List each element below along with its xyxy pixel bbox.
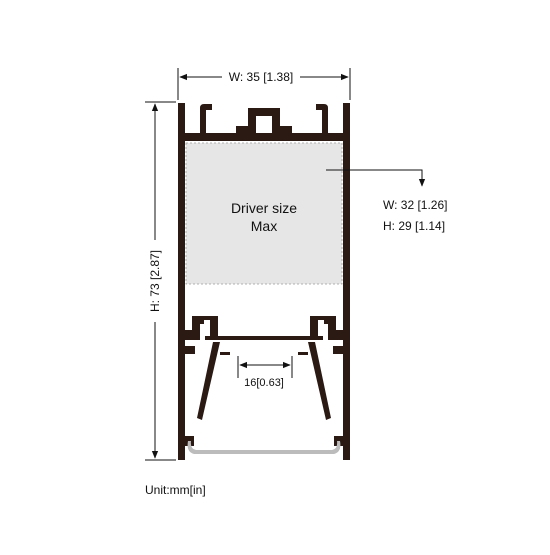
profile-top-hook-left [200,104,212,133]
profile-clip-left-slot [204,320,210,330]
driver-size-width: W: 32 [1.26] [383,198,447,212]
driver-size-height: H: 29 [1.14] [383,219,445,233]
width-dimension: W: 35 [1.38] [177,68,351,100]
profile-diffuser [187,441,341,454]
unit-label: Unit:mm[in] [145,483,206,497]
profile-top-rail [185,133,343,141]
profile-left-wall [178,103,185,460]
profile-top-lip-right [280,126,292,133]
profile-top-lip-left [236,126,248,133]
profile-top-channel [248,108,280,133]
profile-leg-left [197,342,220,420]
inner-width-label: 16[0.63] [244,377,284,389]
driver-label-line2: Max [251,218,277,234]
height-label: H: 73 [2.87] [148,250,162,312]
profile-cross-bar [205,336,323,340]
profile-top-hook-right [316,104,328,133]
driver-label-line1: Driver size [231,200,297,216]
profile-leg-right [308,342,331,420]
aluminium-profile [178,103,350,460]
profile-leg-tab-right [298,352,308,355]
profile-clip-right-slot [318,320,324,330]
width-label: W: 35 [1.38] [229,70,293,84]
driver-size-callout: W: 32 [1.26] H: 29 [1.14] [326,169,447,233]
driver-box [185,142,343,285]
inner-width-dimension: 16[0.63] [237,356,293,389]
driver-area: Driver size Max [185,142,343,285]
profile-leg-tab-left [220,352,230,355]
profile-notch-right [333,346,343,354]
profile-notch-left [185,346,195,354]
height-dimension: H: 73 [2.87] [145,101,176,461]
profile-right-wall [343,103,350,460]
callout-leader [326,169,426,187]
